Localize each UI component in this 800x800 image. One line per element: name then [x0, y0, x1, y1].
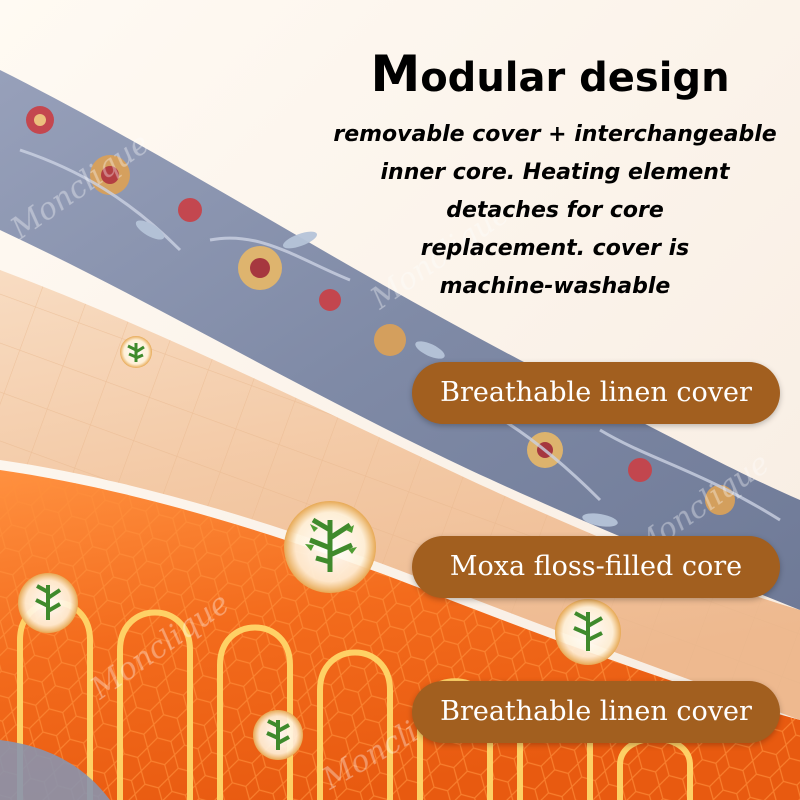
- label-cover-bottom: Breathable linen cover: [412, 681, 780, 743]
- description-line: machine-washable: [439, 274, 671, 299]
- description-line: replacement. cover is: [420, 236, 690, 261]
- headline: Modular design: [330, 48, 770, 104]
- headline-first-letter: M: [370, 45, 421, 103]
- description: removable cover + interchangeable inner …: [312, 116, 798, 306]
- description-line: removable cover + interchangeable: [333, 122, 777, 147]
- label-cover-top: Breathable linen cover: [412, 362, 780, 424]
- headline-rest: odular design: [420, 55, 730, 101]
- label-core: Moxa floss-filled core: [412, 536, 780, 598]
- description-line: inner core. Heating element: [380, 160, 730, 185]
- description-line: detaches for core: [446, 198, 664, 223]
